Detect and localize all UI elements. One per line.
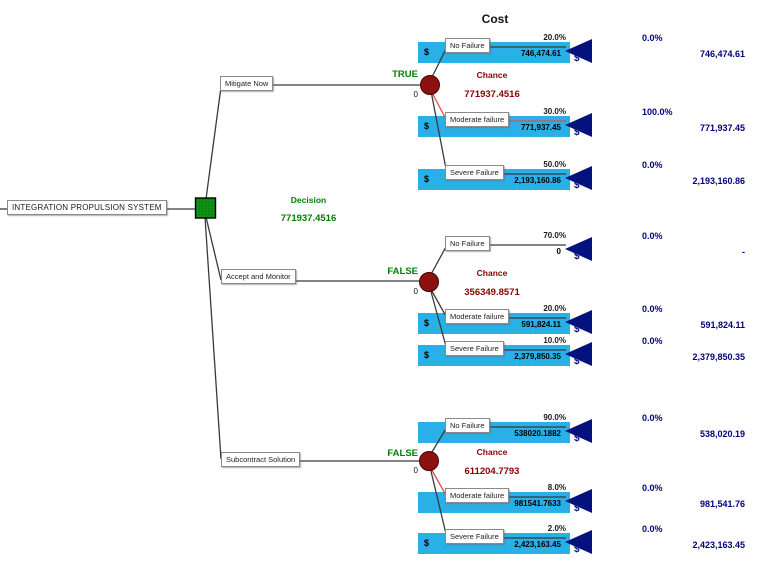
result-value: 538,020.19 <box>699 429 745 439</box>
branch-probability: 50.0% <box>543 160 566 169</box>
result-value: - <box>742 247 745 257</box>
result-probability: 0.0% <box>642 483 663 493</box>
end-node-icon[interactable] <box>565 113 592 137</box>
dollar-icon: $ <box>424 121 430 131</box>
branch-value: 0 <box>556 247 561 256</box>
branch-cost: 0 <box>413 90 418 99</box>
result-value: 2,423,163.45 <box>692 540 745 550</box>
payoff-dollar-icon: $ <box>574 53 580 64</box>
payoff-dollar-icon: $ <box>574 180 580 191</box>
branch-probability: 90.0% <box>543 413 566 422</box>
payoff-band: 0 <box>418 240 570 261</box>
branch-probability: 8.0% <box>547 483 566 492</box>
result-value: 2,379,850.35 <box>692 352 745 362</box>
end-node-icon[interactable] <box>565 530 592 554</box>
chance-node-value: 611204.7793 <box>464 466 520 477</box>
dollar-icon: $ <box>424 174 430 184</box>
decision-node-value: 771937.4516 <box>280 213 337 224</box>
chance-node-value: 356349.8571 <box>464 287 520 298</box>
root-name-box[interactable]: INTEGRATION PROPULSION SYSTEM <box>7 200 167 215</box>
gate-value: FALSE <box>387 448 418 459</box>
branch-value: 2,423,163.45 <box>514 540 561 549</box>
outcome-name-box[interactable]: Severe Failure <box>445 529 504 544</box>
branch-probability: 70.0% <box>543 231 566 240</box>
branch-cost: 0 <box>413 466 418 475</box>
branch-value: 2,193,160.86 <box>514 176 561 185</box>
result-value: 981,541.76 <box>699 499 745 509</box>
dollar-icon: $ <box>424 538 430 548</box>
result-probability: 0.0% <box>642 336 663 346</box>
branch-line-mitigate-diagonal <box>205 86 222 200</box>
end-node-icon[interactable] <box>565 166 592 190</box>
chance-node-type: Chance <box>476 70 508 80</box>
payoff-dollar-icon: $ <box>574 251 580 262</box>
tree-title: Cost <box>481 12 509 26</box>
result-probability: 0.0% <box>642 231 663 241</box>
end-node-icon[interactable] <box>565 489 592 513</box>
outcome-name-box[interactable]: Moderate failure <box>445 112 510 127</box>
result-probability: 0.0% <box>642 413 663 423</box>
dollar-icon: $ <box>424 47 430 57</box>
branch-value: 591,824.11 <box>521 320 561 329</box>
payoff-dollar-icon: $ <box>574 356 580 367</box>
outcome-name-box[interactable]: No Failure <box>445 418 490 433</box>
outcome-name-box[interactable]: Moderate failure <box>445 309 510 324</box>
chance-node-icon-mitigate[interactable] <box>420 75 440 95</box>
result-probability: 0.0% <box>642 524 663 534</box>
outcome-row: 0 70.0% No Failure $ 0.0% - <box>415 225 780 271</box>
end-node-icon[interactable] <box>565 342 592 366</box>
chance-node-icon-accept[interactable] <box>419 272 439 292</box>
end-node-icon[interactable] <box>565 310 592 334</box>
outcome-row: $ 2,423,163.45 2.0% Severe Failure $ 0.0… <box>415 518 780 564</box>
branch-cost: 0 <box>413 287 418 296</box>
branch-probability: 20.0% <box>543 304 566 313</box>
payoff-dollar-icon: $ <box>574 433 580 444</box>
branch-line-subcontract-diagonal <box>204 216 222 460</box>
payoff-dollar-icon: $ <box>574 503 580 514</box>
outcome-name-box[interactable]: Severe Failure <box>445 165 504 180</box>
end-node-icon[interactable] <box>565 237 592 261</box>
branch-line-accept-diagonal <box>205 216 222 281</box>
chance-node-type: Chance <box>476 268 508 278</box>
result-value: 746,474.61 <box>699 49 745 59</box>
dollar-icon: $ <box>424 318 430 328</box>
branch-value: 2,379,850.35 <box>514 352 561 361</box>
result-value: 2,193,160.86 <box>692 176 745 186</box>
gate-value: FALSE <box>387 266 418 277</box>
payoff-dollar-icon: $ <box>574 544 580 555</box>
branch-probability: 20.0% <box>543 33 566 42</box>
branch-name-box-mitigate[interactable]: Mitigate Now <box>220 76 274 91</box>
decision-node-type: Decision <box>290 195 327 205</box>
branch-probability: 30.0% <box>543 107 566 116</box>
chance-node-value: 771937.4516 <box>464 89 520 100</box>
decision-node-icon[interactable] <box>194 197 217 219</box>
branch-name-box-subcontract[interactable]: Subcontract Solution <box>221 452 301 467</box>
end-node-icon[interactable] <box>565 419 592 443</box>
chance-node-type: Chance <box>476 447 508 457</box>
branch-value: 771,937.45 <box>520 123 561 132</box>
result-value: 771,937.45 <box>699 123 745 133</box>
branch-value: 746,474.61 <box>520 49 561 58</box>
outcome-name-box[interactable]: Moderate failure <box>445 488 510 503</box>
dollar-icon: $ <box>424 350 430 360</box>
result-probability: 0.0% <box>642 304 663 314</box>
result-probability: 0.0% <box>642 33 663 43</box>
payoff-dollar-icon: $ <box>574 127 580 138</box>
branch-value: 538020.1882 <box>514 429 561 438</box>
outcome-name-box[interactable]: No Failure <box>445 38 490 53</box>
result-probability: 100.0% <box>642 107 673 117</box>
chance-node-icon-subcontract[interactable] <box>419 451 439 471</box>
result-value: 591,824.11 <box>700 320 745 330</box>
gate-value: TRUE <box>392 69 418 80</box>
outcome-name-box[interactable]: No Failure <box>445 236 490 251</box>
result-probability: 0.0% <box>642 160 663 170</box>
branch-probability: 10.0% <box>543 336 566 345</box>
branch-name-box-accept[interactable]: Accept and Monitor <box>221 269 296 284</box>
end-node-icon[interactable] <box>565 39 592 63</box>
outcome-name-box[interactable]: Severe Failure <box>445 341 504 356</box>
branch-value: 981541.7633 <box>514 499 561 508</box>
payoff-dollar-icon: $ <box>574 324 580 335</box>
branch-probability: 2.0% <box>547 524 566 533</box>
